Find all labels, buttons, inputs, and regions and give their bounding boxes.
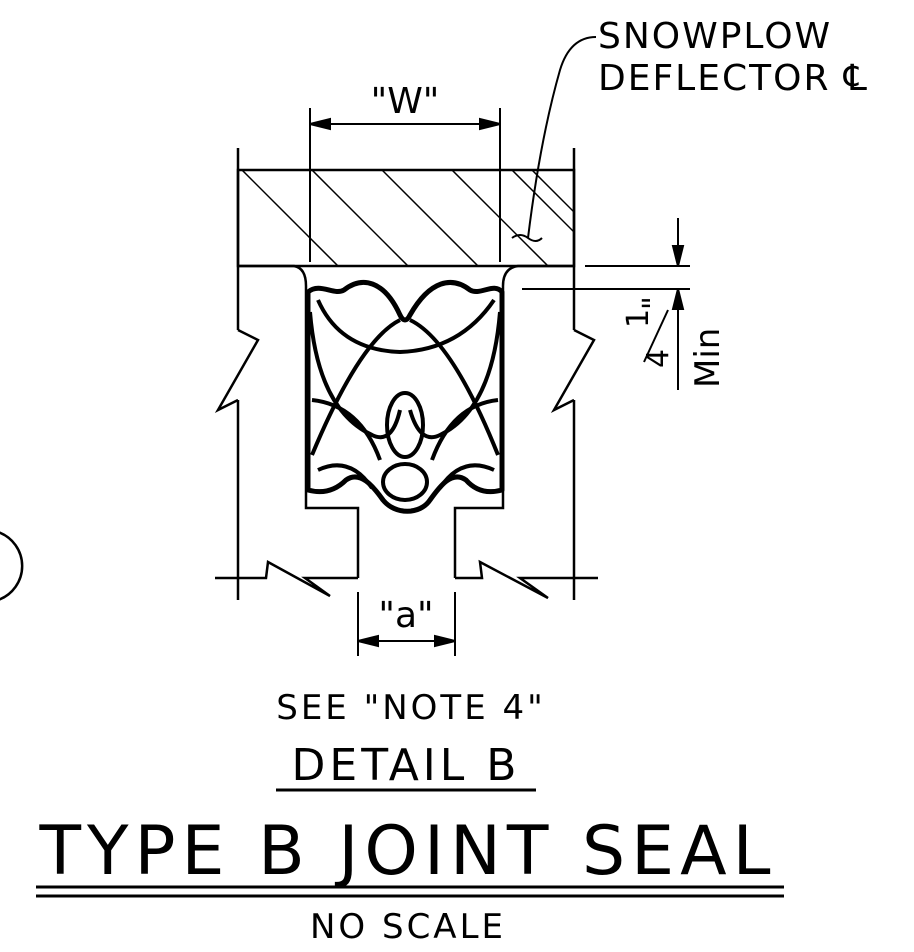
width-dimension-label: "W" [371,81,440,122]
joint-seal [305,280,505,514]
main-title: TYPE B JOINT SEAL [38,812,776,891]
right-slab [453,148,598,600]
callout-line-1: SNOWPLOW [598,16,832,57]
see-note-text: SEE "NOTE 4" [276,688,546,728]
plate-hatching [240,170,574,266]
left-slab [214,148,360,600]
detail-title: DETAIL B [292,740,521,791]
min-fraction-numerator: 1 [621,309,656,328]
callout-leader [511,36,597,242]
width-dimension [309,108,501,262]
scale-note: NO SCALE [310,907,506,947]
gap-dimension-label: "a" [378,595,433,636]
callout-line-2: DEFLECTOR ℄ [598,58,869,99]
section-marker-arc [0,531,24,601]
deflector-plate [236,168,576,268]
gap-dimension [357,592,456,656]
min-label: Min [688,328,728,388]
min-fraction-denominator: 4 [641,349,676,368]
min-inch-mark: " [637,296,672,310]
min-dimension [522,218,690,390]
